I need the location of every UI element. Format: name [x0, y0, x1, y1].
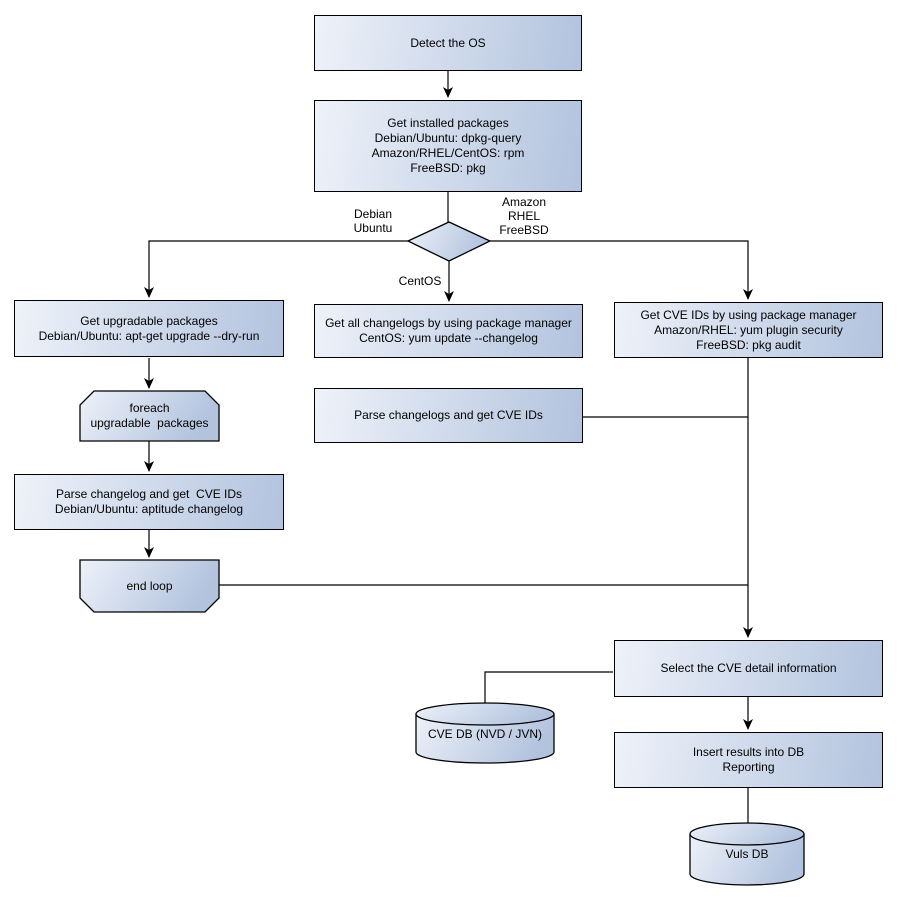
node-select-cve-detail: Select the CVE detail information [614, 640, 883, 697]
edge-cvedb-to-select [484, 671, 613, 703]
os-decision-diamond [406, 221, 492, 262]
node-get-upgradable-packages: Get upgradable packages Debian/Ubuntu: a… [14, 300, 284, 357]
edge-label-amazon-rhel-freebsd: Amazon RHEL FreeBSD [499, 195, 549, 237]
edge-decision-to-getcveids [490, 240, 753, 300]
node-end-loop-label: end loop [126, 578, 173, 593]
edge-label-centos: CentOS [398, 274, 442, 288]
node-detect-os: Detect the OS [314, 15, 582, 71]
cve-db-cylinder [415, 702, 555, 764]
foreach-loop-shape [79, 390, 220, 442]
end-loop-shape [79, 559, 220, 613]
node-get-all-changelogs: Get all changelogs by using package mana… [314, 304, 583, 358]
node-insert-results: Insert results into DB Reporting [614, 732, 883, 788]
node-foreach-label: foreach upgradable packages [90, 401, 209, 430]
node-get-cve-ids-pkg-manager: Get CVE IDs by using package manager Ama… [614, 302, 883, 358]
node-vuls-db-label: Vuls DB [725, 846, 769, 861]
node-parse-changelogs-centos: Parse changelogs and get CVE IDs [314, 388, 583, 443]
node-cve-db-label: CVE DB (NVD / JVN) [427, 726, 542, 741]
edge-decision-to-upgradable [144, 240, 408, 298]
vuls-db-cylinder [689, 822, 805, 886]
node-parse-changelog-debian: Parse changelog and get CVE IDs Debian/U… [14, 474, 284, 530]
edge-label-debian-ubuntu: Debian Ubuntu [353, 207, 393, 235]
node-get-installed-packages: Get installed packages Debian/Ubuntu: dp… [314, 100, 582, 192]
